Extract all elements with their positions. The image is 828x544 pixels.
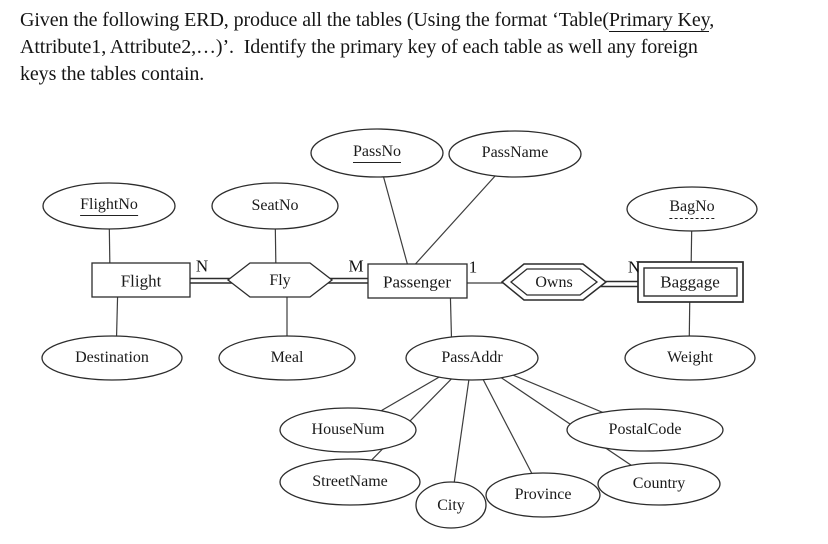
streetname-attribute-label: StreetName xyxy=(312,473,388,490)
instruction-line1-post: , xyxy=(709,9,715,31)
instruction-line1-pre: Given the following ERD, produce all the… xyxy=(20,9,609,31)
country-attribute-shape xyxy=(597,462,721,506)
passenger-entity-label: Passenger xyxy=(383,272,451,292)
destination-attribute-shape xyxy=(41,335,183,381)
cardinality-fly-passenger: M xyxy=(348,256,364,276)
city-attribute-shape xyxy=(415,481,487,529)
meal-attribute-shape xyxy=(218,335,356,381)
bagno-attribute-shape xyxy=(626,186,758,232)
owns-relationship-inner-shape xyxy=(509,268,599,296)
flight-entity-shape xyxy=(91,262,191,298)
housenum-attribute-shape xyxy=(279,407,417,453)
instruction-line2: Attribute1, Attribute2,…)’. Identify the… xyxy=(20,36,698,58)
postalcode-attribute-shape xyxy=(566,408,724,452)
passname-attribute-label: PassName xyxy=(481,144,549,161)
connector-lines xyxy=(108,152,693,506)
housenum-attribute-label: HouseNum xyxy=(311,421,385,438)
instruction-underlined-primary-key: Primary Key xyxy=(608,9,710,32)
destination-attribute-label: Destination xyxy=(75,349,149,366)
passenger-entity-shape xyxy=(367,263,468,299)
flight-entity-label: Flight xyxy=(120,271,162,291)
province-attribute-shape xyxy=(485,472,601,518)
weight-attribute-shape xyxy=(624,335,756,381)
fly-relationship-shape xyxy=(226,262,334,298)
seatno-attribute-shape xyxy=(211,182,339,230)
passaddr-attribute-label: PassAddr xyxy=(441,349,503,366)
baggage-entity-label: Baggage xyxy=(660,272,720,292)
passaddr-attribute-shape xyxy=(405,335,539,381)
province-attribute-label: Province xyxy=(514,486,572,503)
cardinality-passenger-owns: 1 xyxy=(468,257,478,277)
baggage-entity-inner-shape xyxy=(643,267,738,297)
passname-attribute-shape xyxy=(448,130,582,178)
city-attribute-label: City xyxy=(437,497,465,514)
owns-relationship-outer-shape xyxy=(500,263,608,301)
fly-relationship-label: Fly xyxy=(269,272,291,289)
instruction-text: Given the following ERD, produce all the… xyxy=(20,7,714,88)
flightno-attribute-shape xyxy=(42,182,176,230)
seatno-attribute-label: SeatNo xyxy=(251,197,299,214)
postalcode-attribute-label: PostalCode xyxy=(608,421,682,438)
flightno-attribute-label: FlightNo xyxy=(80,196,138,216)
streetname-attribute-shape xyxy=(279,458,421,506)
meal-attribute-label: Meal xyxy=(270,349,304,366)
passno-attribute-label: PassNo xyxy=(352,143,402,163)
owns-relationship-label: Owns xyxy=(535,274,573,291)
passno-attribute-shape xyxy=(310,128,444,178)
country-attribute-label: Country xyxy=(632,475,686,492)
weight-attribute-label: Weight xyxy=(667,349,713,366)
cardinality-owns-baggage: N xyxy=(627,257,641,277)
instruction-line3: keys the tables contain. xyxy=(20,63,205,85)
bagno-attribute-label: BagNo xyxy=(669,198,715,219)
cardinality-flight-fly: N xyxy=(195,256,209,276)
